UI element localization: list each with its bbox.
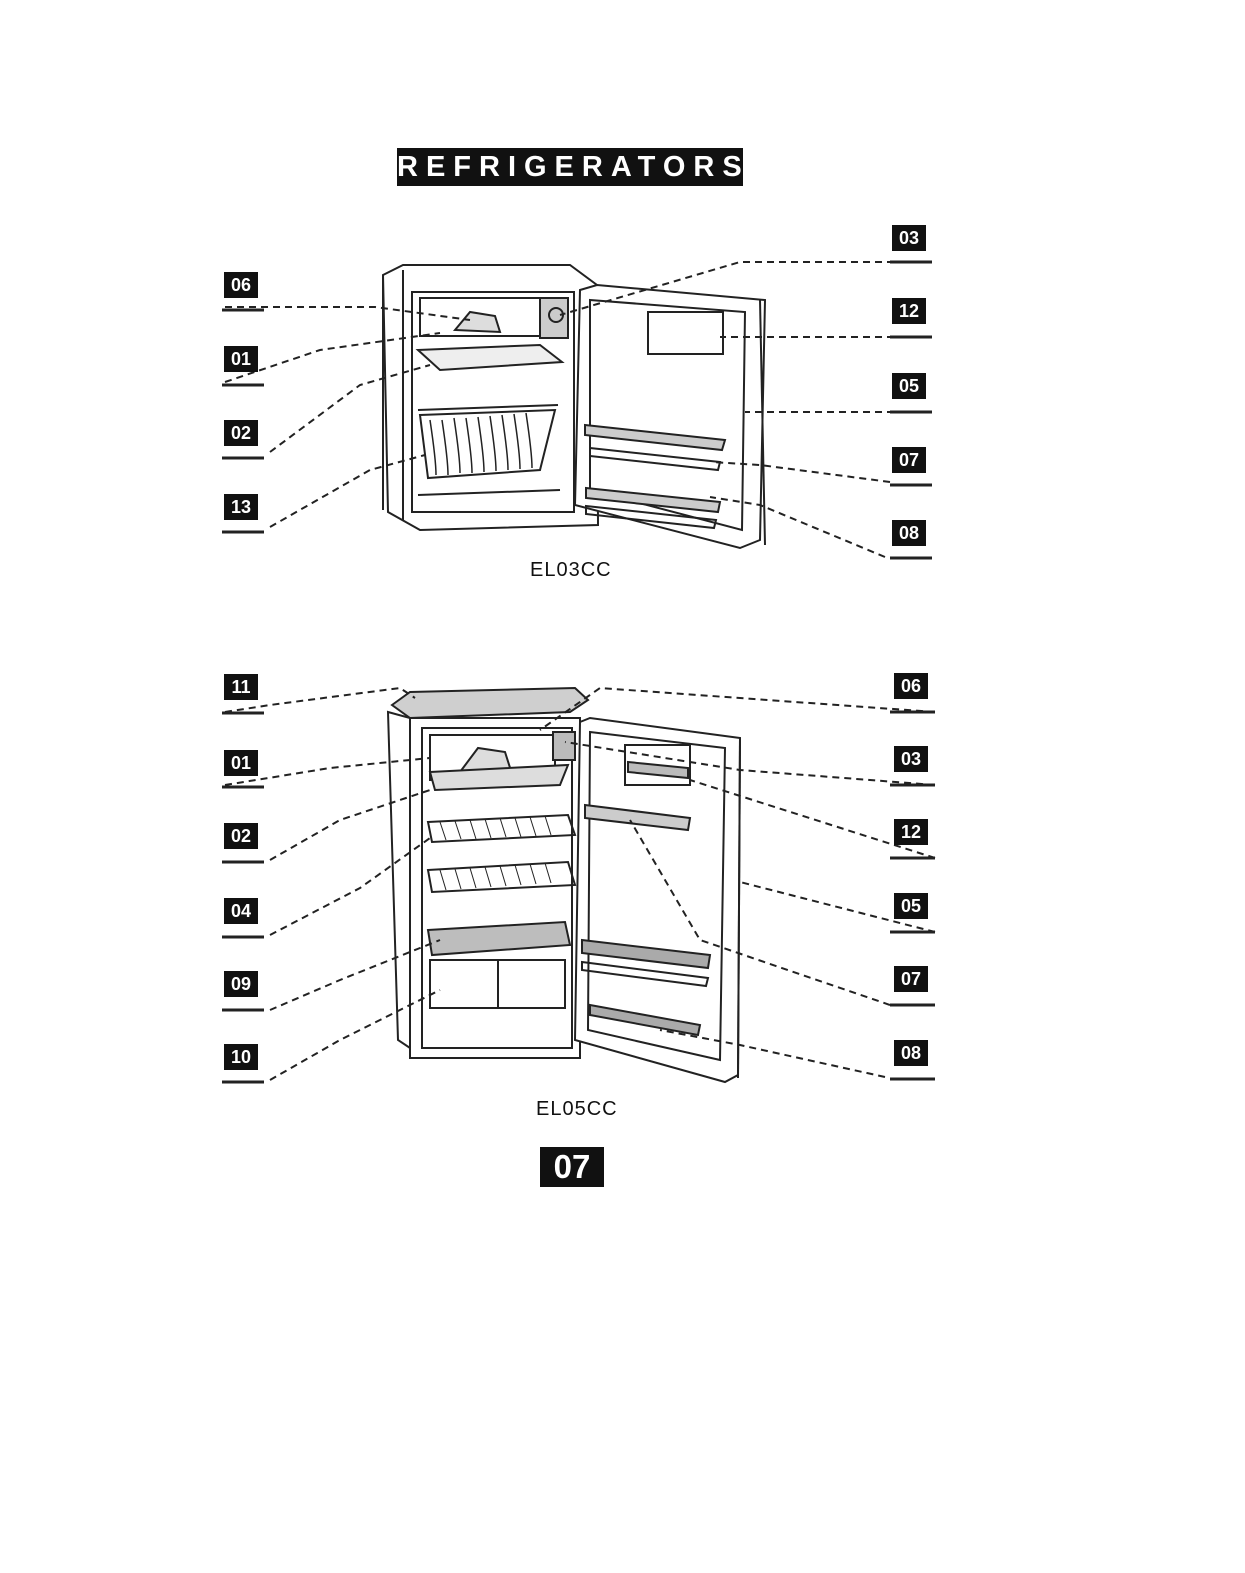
page-number: 07 (540, 1147, 604, 1187)
callout-tag: 11 (224, 674, 258, 700)
callout-tag: 05 (894, 893, 928, 919)
callout-tag: 06 (894, 673, 928, 699)
callout-tag: 03 (894, 746, 928, 772)
callout-tag: 12 (892, 298, 926, 324)
callout-tag: 07 (892, 447, 926, 473)
model-label: EL05CC (536, 1098, 618, 1121)
model-label: EL03CC (530, 559, 612, 582)
callout-tag: 02 (224, 420, 258, 446)
callout-tag: 07 (894, 966, 928, 992)
callout-tag: 08 (894, 1040, 928, 1066)
callout-tag: 13 (224, 494, 258, 520)
callout-tag: 09 (224, 971, 258, 997)
callout-tag: 10 (224, 1044, 258, 1070)
callout-tag: 01 (224, 346, 258, 372)
fridge-el05cc-drawing (388, 688, 740, 1082)
callout-tag: 03 (892, 225, 926, 251)
callout-tag: 04 (224, 898, 258, 924)
callout-tag: 08 (892, 520, 926, 546)
callout-tag: 02 (224, 823, 258, 849)
callout-tag: 12 (894, 819, 928, 845)
fridge-el03cc-drawing (383, 265, 765, 548)
callout-tag: 01 (224, 750, 258, 776)
callout-tag: 05 (892, 373, 926, 399)
callout-tag: 06 (224, 272, 258, 298)
